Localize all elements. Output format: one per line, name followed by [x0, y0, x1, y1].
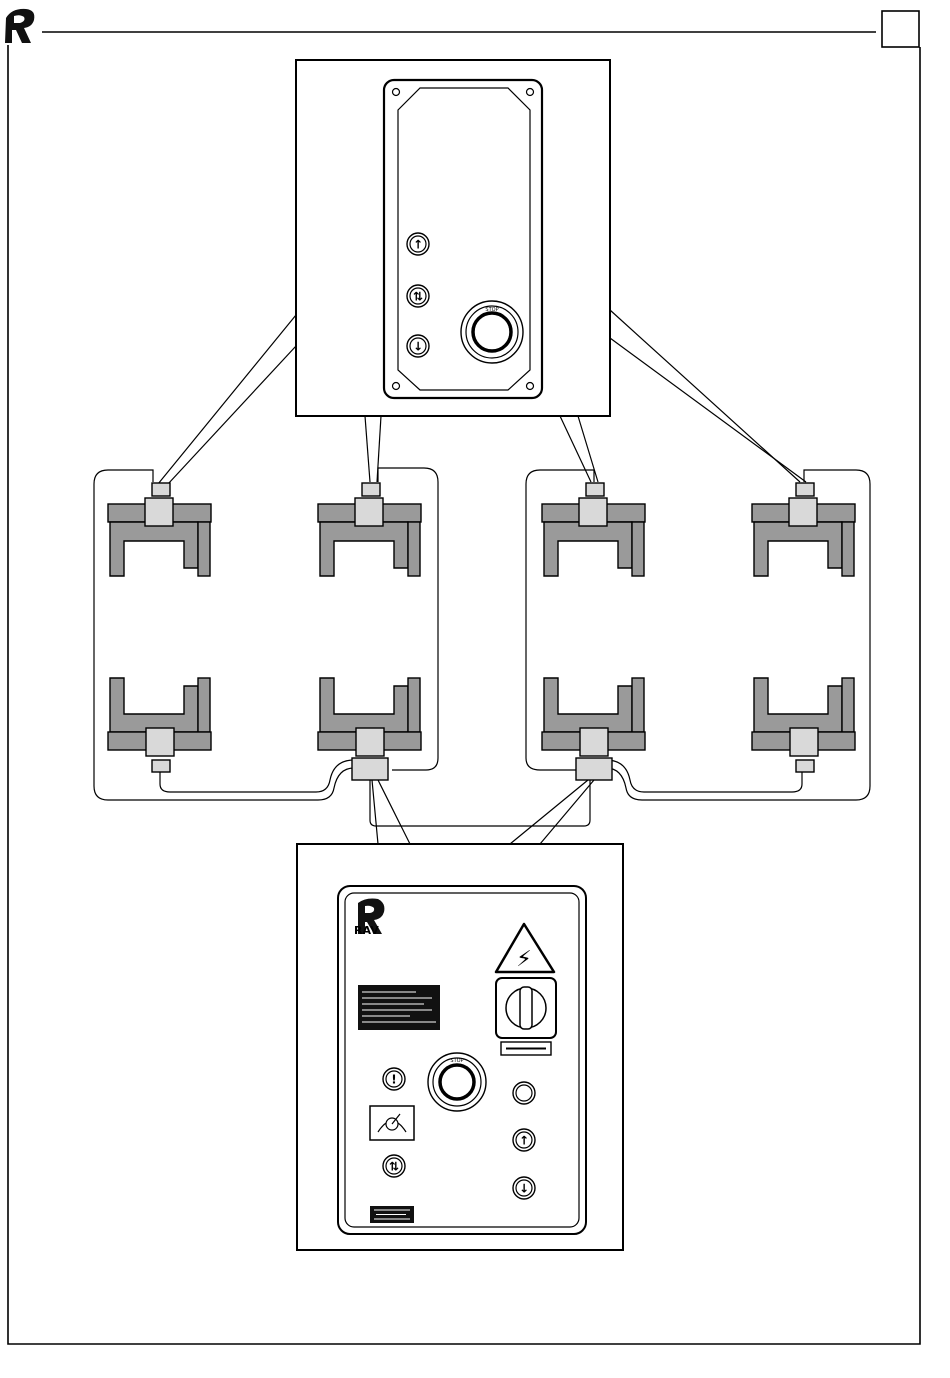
lift-column-bottom-3: [542, 678, 645, 780]
serial-label: [370, 1206, 414, 1223]
arrow-up-icon: ↑: [519, 1134, 529, 1148]
main-switch[interactable]: [496, 978, 556, 1055]
load-gauge: [370, 1106, 414, 1140]
exclamation-icon: !: [391, 1073, 396, 1087]
lift-column-top-1: [108, 483, 211, 576]
stop-ring-label: STOP: [450, 1058, 463, 1064]
rav-logo-icon: RAV: [354, 899, 384, 938]
emergency-stop-button[interactable]: STOP: [428, 1053, 486, 1111]
lift-column-top-3: [542, 483, 645, 576]
up-down-button[interactable]: ⇅: [383, 1155, 405, 1177]
header: [5, 9, 919, 47]
lift-column-bottom-2: [318, 678, 421, 780]
indicator-lamp: [513, 1082, 535, 1104]
arrow-up-icon: ↑: [413, 238, 423, 252]
remote-up-down-button[interactable]: ⇅: [407, 285, 429, 307]
lift-column-bottom-1: [108, 678, 211, 772]
remote-up-button[interactable]: ↑: [407, 233, 429, 255]
stop-ring-label: STOP: [485, 307, 498, 313]
arrow-down-icon: ↓: [519, 1182, 529, 1196]
up-down-icon: ⇅: [413, 290, 423, 304]
up-button[interactable]: ↑: [513, 1129, 535, 1151]
remote-emergency-stop-button[interactable]: STOP: [461, 301, 523, 363]
lift-column-top-4: [752, 483, 855, 576]
control-panel-inset: RAV ⚡ !: [297, 844, 623, 1250]
arrow-down-icon: ↓: [413, 340, 423, 354]
remote-down-button[interactable]: ↓: [407, 335, 429, 357]
page-number-box: [882, 11, 919, 47]
warning-glyph: ⚡: [516, 947, 531, 972]
rav-logo-icon: [5, 9, 34, 43]
brand-mark: RAV: [354, 924, 379, 937]
specification-label: [358, 985, 440, 1030]
lift-column-bottom-4: [752, 678, 855, 772]
remote-panel-inset: ↑ ⇅ ↓ STOP: [296, 60, 610, 416]
down-button[interactable]: ↓: [513, 1177, 535, 1199]
attention-button[interactable]: !: [383, 1068, 405, 1090]
lift-column-top-2: [318, 483, 421, 576]
up-down-icon: ⇅: [389, 1160, 399, 1174]
